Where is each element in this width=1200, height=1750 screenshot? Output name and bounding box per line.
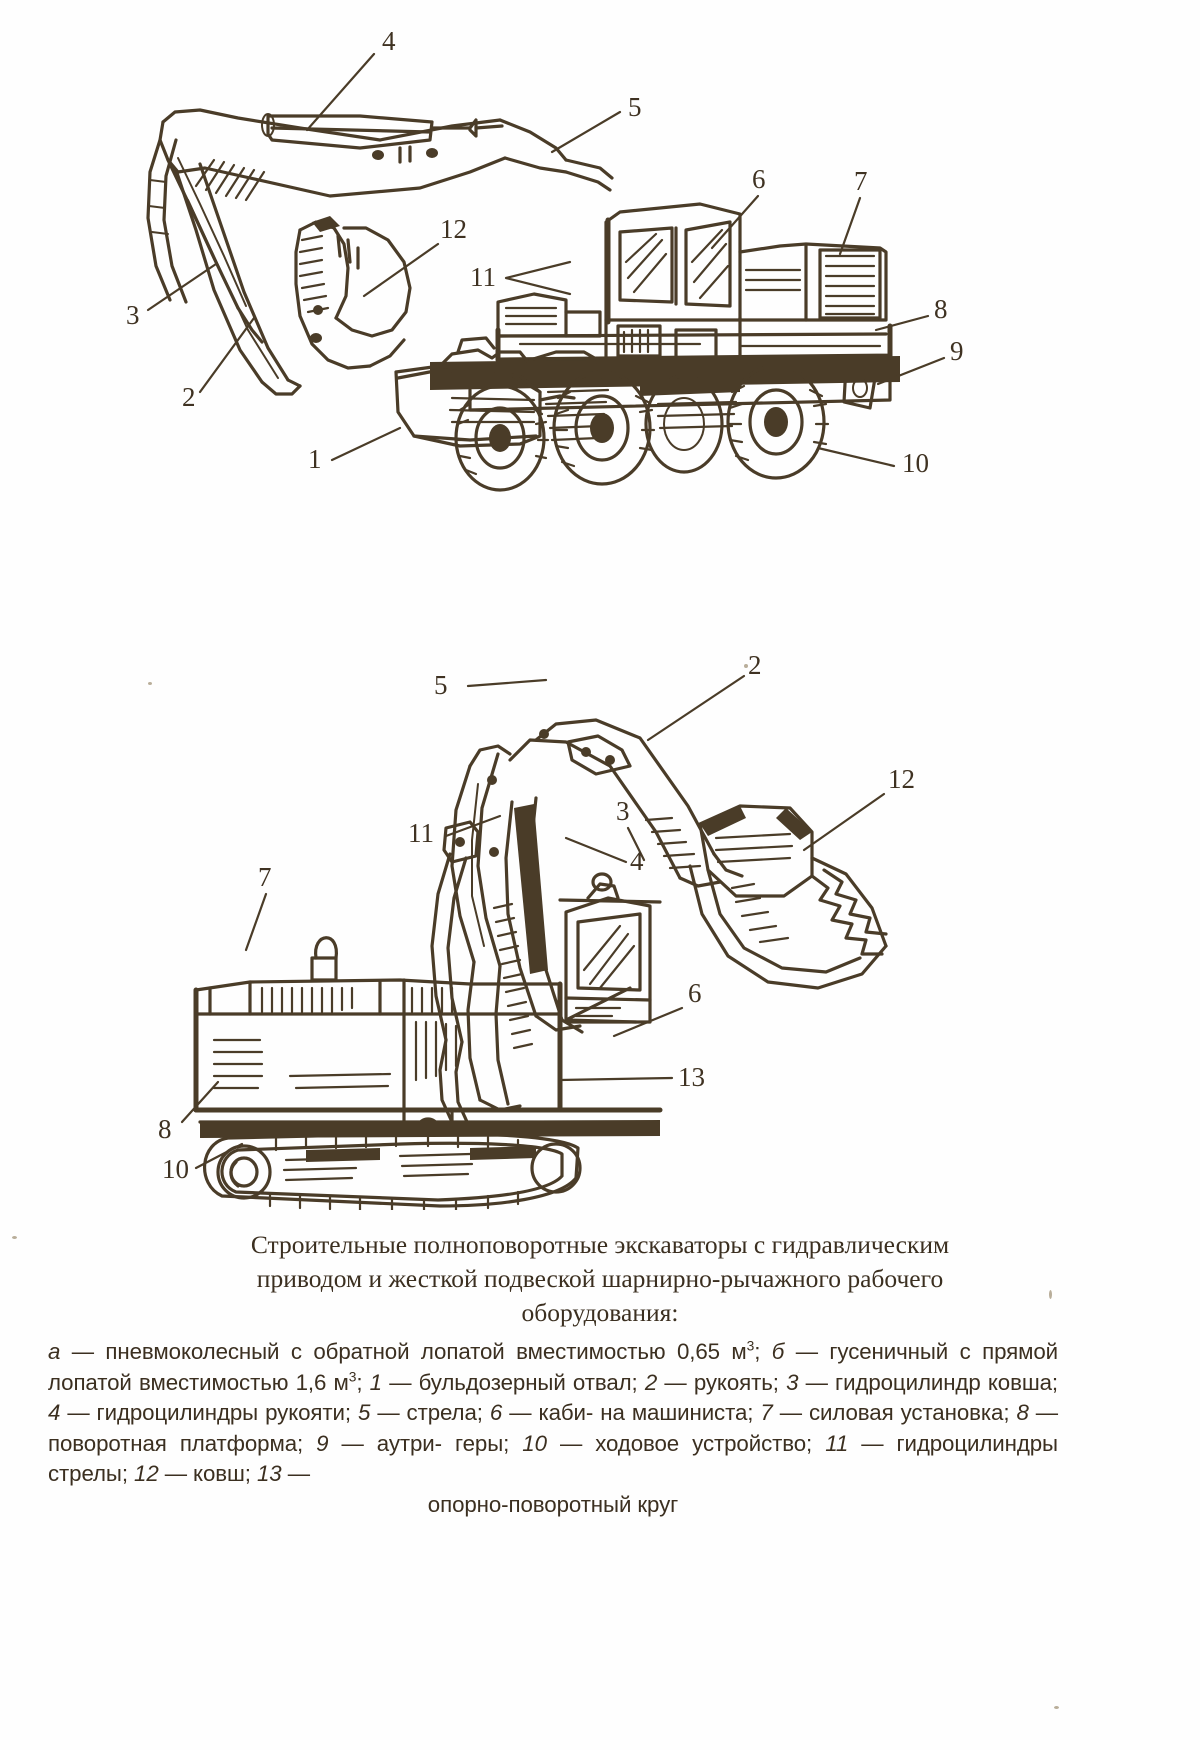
- callout-6-figure-a: 6: [752, 164, 766, 194]
- callout-4-figure-a: 4: [382, 26, 396, 56]
- legend-text-a: — пневмоколесный с обратной лопатой вмес…: [60, 1339, 747, 1364]
- callout-1-figure-a: 1: [308, 444, 322, 474]
- legend-sep-b: ;: [356, 1369, 370, 1395]
- legend-text-11: — гидроцилиндры стрелы;: [48, 1430, 1058, 1487]
- callout-10-figure-b: 10: [162, 1154, 189, 1184]
- scan-speck: [148, 682, 152, 685]
- callout-3-figure-b: 3: [616, 796, 630, 826]
- callout-12-figure-b: 12: [888, 764, 915, 794]
- callout-7-figure-b: 7: [258, 862, 272, 892]
- figure-a-wheeled-excavator: 4 5 6 7 8 9 10 11 12 3: [0, 0, 1080, 560]
- figure-b-crawler-excavator: 5 2 12 11 3 4 7 6 13 8: [0, 570, 1080, 1210]
- callout-11-figure-a: 11: [470, 262, 496, 292]
- legend-key-8: 8: [1016, 1400, 1029, 1426]
- legend-text-9: — аутри-: [328, 1430, 443, 1456]
- legend-key-4: 4: [48, 1400, 61, 1426]
- legend-sep-a: ;: [754, 1339, 772, 1364]
- callout-3-figure-a: 3: [126, 300, 140, 330]
- callout-6-figure-b: 6: [688, 978, 702, 1008]
- scan-speck: [1054, 1706, 1059, 1709]
- legend-text-4: — гидроцилиндры рукояти;: [60, 1400, 358, 1426]
- caption-title-line-1: Строительные полноповоротные экскаваторы…: [250, 1230, 950, 1259]
- legend-key-11: 11: [825, 1430, 849, 1456]
- callout-7-figure-a: 7: [854, 166, 868, 196]
- legend-key-5: 5: [357, 1400, 371, 1426]
- legend-text-6: — каби-: [502, 1400, 594, 1426]
- legend-text-3: — гидроцилиндр ковша;: [798, 1369, 1059, 1395]
- callout-5-figure-b: 5: [434, 670, 448, 700]
- legend-key-12: 12: [134, 1461, 159, 1487]
- callout-2-figure-a: 2: [182, 382, 196, 412]
- legend-key-a: а: [48, 1339, 61, 1364]
- caption-title-line-3: оборудования:: [521, 1298, 679, 1327]
- legend-sup-b: 3: [348, 1368, 357, 1385]
- legend-text-5: — стрела;: [370, 1400, 490, 1426]
- legend-key-b: б: [771, 1339, 785, 1364]
- legend-text-1: — бульдозерный отвал;: [381, 1369, 645, 1395]
- legend-key-1: 1: [369, 1369, 382, 1395]
- scan-speck: [1049, 1290, 1052, 1299]
- legend-text-13: —: [281, 1461, 310, 1487]
- callout-13-figure-b: 13: [678, 1062, 705, 1092]
- callout-12-figure-a: 12: [440, 214, 467, 244]
- callout-8-figure-a: 8: [934, 294, 948, 324]
- legend-text-b-cont: с прямой лопатой вместимостью 1,6 м: [48, 1339, 1058, 1395]
- callout-9-figure-a: 9: [950, 336, 964, 366]
- callout-4-figure-b: 4: [630, 846, 644, 876]
- callout-5-figure-a: 5: [628, 92, 642, 122]
- legend-sup-a: 3: [746, 1337, 755, 1354]
- legend-key-7: 7: [760, 1400, 773, 1426]
- legend-text-10: — ходовое устройство;: [546, 1430, 826, 1456]
- legend-text-9-cont: геры;: [455, 1430, 523, 1456]
- scan-speck: [12, 1236, 17, 1239]
- callout-11-figure-b: 11: [408, 818, 434, 848]
- figure-caption-title: Строительные полноповоротные экскаваторы…: [100, 1228, 1100, 1330]
- scan-speck: [744, 664, 748, 668]
- callout-10-figure-a: 10: [902, 448, 929, 478]
- callout-8-figure-b: 8: [158, 1114, 172, 1144]
- legend-text-13-cont: опорно-поворотный круг: [427, 1491, 679, 1517]
- legend-key-10: 10: [522, 1430, 547, 1456]
- legend-text-b: — гусеничный: [784, 1339, 949, 1364]
- legend-text-6-cont: на машиниста;: [600, 1400, 761, 1426]
- legend-text-7: — силовая установка;: [772, 1400, 1017, 1426]
- legend-text-2: — рукоять;: [657, 1369, 779, 1395]
- legend-text-8: — поворотная платформа;: [48, 1400, 1058, 1456]
- legend-text-12: — ковш;: [158, 1461, 257, 1487]
- figure-legend: а — пневмоколесный с обратной лопатой вм…: [48, 1337, 1058, 1521]
- caption-title-line-2: приводом и жесткой подвеской шарнирно-ры…: [256, 1264, 944, 1293]
- legend-key-9: 9: [316, 1430, 329, 1456]
- legend-key-13: 13: [256, 1461, 282, 1487]
- legend-key-2: 2: [644, 1369, 658, 1395]
- legend-key-3: 3: [786, 1369, 799, 1395]
- callout-2-figure-b: 2: [748, 650, 762, 680]
- legend-key-6: 6: [489, 1400, 503, 1426]
